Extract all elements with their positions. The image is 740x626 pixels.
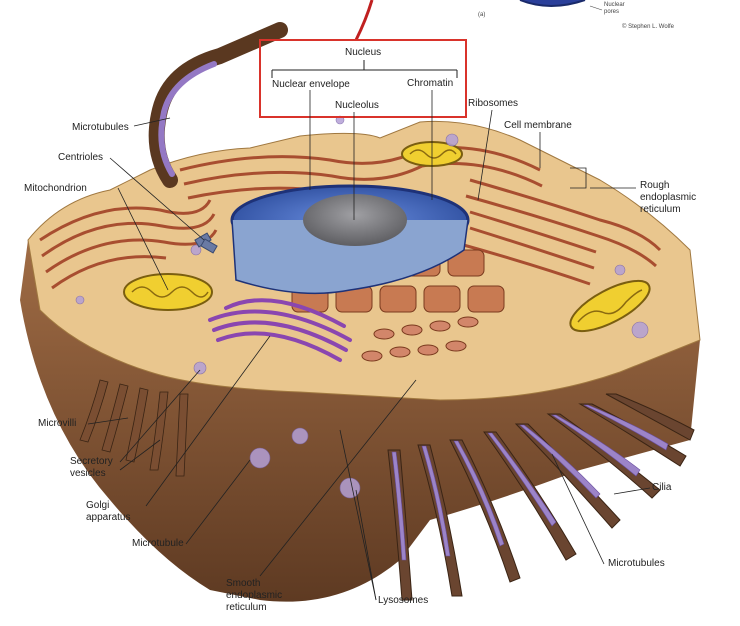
label-rough-er: Rough endoplasmic reticulum [640, 180, 697, 215]
label-secretory-vesicles: Secretory vesicles [70, 456, 113, 479]
label-golgi-apparatus: Golgi apparatus [86, 500, 131, 523]
label-chromatin: Chromatin [407, 78, 454, 89]
rough-er [39, 146, 662, 290]
cilia-group [387, 393, 695, 601]
inset-nucleus-edge [519, 0, 586, 7]
label-nucleus: Nucleus [345, 47, 382, 58]
smooth-er [361, 316, 479, 362]
golgi-apparatus [208, 298, 352, 362]
label-lysosomes: Lysosomes [378, 595, 429, 606]
inset-red-fiber [354, 0, 374, 41]
nucleus-highlight-box [259, 39, 467, 118]
label-smooth-er: Smooth endoplasmic reticulum [226, 578, 283, 613]
flagellum-core [158, 61, 217, 177]
centrioles [194, 232, 218, 254]
label-microvilli: Microvilli [38, 418, 77, 429]
vesicles [75, 115, 649, 499]
credit-text: © Stephen L. Wolfe [622, 24, 675, 30]
microvilli-group [79, 379, 189, 477]
inset-leader [589, 5, 603, 11]
label-nucleolus: Nucleolus [335, 100, 379, 111]
label-nuclear-envelope: Nuclear envelope [272, 79, 350, 90]
label-microtubules-bottom: Microtubules [608, 558, 665, 569]
label-centrioles: Centrioles [58, 152, 104, 163]
leader-lines [87, 90, 651, 601]
mitochondria-cristae [131, 149, 643, 323]
label-ribosomes: Ribosomes [468, 98, 519, 109]
flagellum [148, 22, 288, 188]
label-cilia: Cilia [652, 482, 672, 493]
label-microtubules-top: Microtubules [72, 122, 129, 133]
nucleus-bracket [271, 60, 458, 78]
nucleus-side [231, 219, 469, 295]
label-cell-membrane: Cell membrane [504, 120, 572, 131]
nucleolus [303, 194, 407, 246]
label-mitochondrion: Mitochondrion [24, 183, 87, 194]
label-microtubule: Microtubule [132, 538, 184, 549]
panel-label: (a) [478, 12, 486, 18]
inset-label: Nuclear pores [604, 2, 625, 15]
cilia-microtubules [391, 404, 669, 561]
